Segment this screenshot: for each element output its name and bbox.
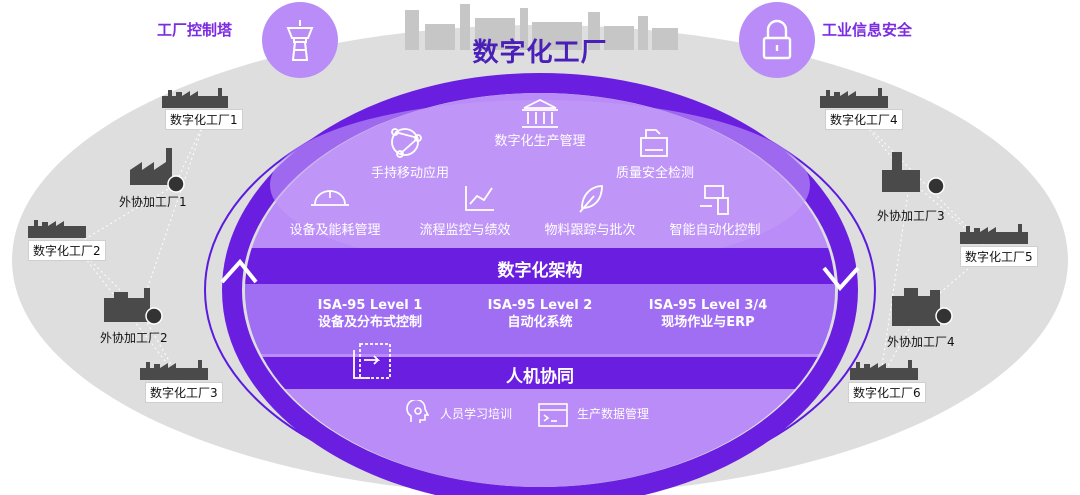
gear-badge-icon (935, 307, 953, 325)
left-site-3-label: 数字化工厂2 (28, 240, 106, 261)
collaboration-band (245, 357, 835, 389)
collaboration-label: 人机协同 (506, 367, 574, 387)
helmet-icon (311, 190, 349, 206)
outsource-factory-icon (130, 148, 172, 185)
left-site-2-label: 外协加工厂1 (119, 195, 187, 209)
bank-icon (522, 98, 558, 128)
architecture-label: 数字化架构 (497, 261, 583, 281)
inspection-icon (640, 129, 668, 157)
outsource-factory-icon (882, 152, 920, 192)
line-chart-icon (465, 186, 494, 211)
security-label: 工业信息安全 (822, 21, 913, 39)
right-site-2-label: 外协加工厂3 (877, 209, 945, 223)
level-2: ISA-95 Level 2 自动化系统 (460, 297, 620, 331)
app-label-equipment: 设备及能耗管理 (289, 223, 381, 238)
level-3-desc: 现场作业与ERP (661, 315, 755, 330)
digital-factory-icon (850, 360, 918, 380)
right-site-1-label: 数字化工厂4 (825, 109, 903, 130)
gear-badge-icon (167, 175, 185, 193)
lock-circle (739, 2, 815, 78)
level-1-name: ISA-95 Level 1 (317, 298, 423, 313)
collaboration-door-icon (353, 343, 391, 379)
right-site-3-label: 数字化工厂5 (960, 246, 1038, 267)
level-2-name: ISA-95 Level 2 (487, 298, 593, 313)
left-site-4-label: 外协加工厂2 (100, 331, 168, 345)
left-site-1-label: 数字化工厂1 (165, 109, 243, 130)
levels-band (245, 284, 835, 354)
architecture-band (245, 248, 835, 284)
page-title: 数字化工厂 (472, 38, 608, 68)
control-tower-icon (286, 20, 314, 61)
outsource-factory-icon (892, 288, 940, 326)
level-3: ISA-95 Level 3/4 现场作业与ERP (628, 297, 788, 331)
inner-highlight (270, 100, 810, 270)
terminal-window-icon (538, 403, 568, 427)
level-2-desc: 自动化系统 (507, 315, 573, 330)
left-site-5-label: 数字化工厂3 (145, 382, 223, 403)
lock-icon (762, 19, 792, 60)
right-site-5-label: 数字化工厂6 (848, 382, 926, 403)
network-icon (391, 128, 422, 158)
level-1: ISA-95 Level 1 设备及分布式控制 (290, 297, 450, 331)
digital-factory-icon (820, 88, 888, 108)
level-1-desc: 设备及分布式控制 (317, 315, 422, 330)
control-tower-label: 工厂控制塔 (157, 21, 233, 39)
level-3-name: ISA-95 Level 3/4 (648, 298, 768, 313)
app-label-automation: 智能自动化控制 (669, 223, 761, 238)
digital-factory-icon (140, 360, 208, 380)
training-label: 人员学习培训 (440, 407, 513, 421)
skyline-silhouette (405, 4, 678, 50)
devices-icon (700, 185, 729, 215)
outsource-factory-icon (104, 288, 150, 322)
control-tower-circle (262, 2, 338, 78)
right-site-4-label: 外协加工厂4 (887, 335, 955, 349)
digital-factory-icon (960, 224, 1028, 244)
leaf-icon (579, 185, 603, 213)
app-label-material: 物料跟踪与批次 (544, 223, 636, 238)
right-chevron (822, 266, 860, 292)
app-label-mobile: 手持移动应用 (370, 166, 449, 181)
app-label-quality: 质量安全检测 (615, 166, 694, 181)
brain-gear-icon (406, 400, 430, 423)
app-label-process: 流程监控与绩效 (419, 223, 511, 238)
digital-factory-icon (28, 220, 86, 238)
app-label-production: 数字化生产管理 (494, 134, 586, 149)
data-management-label: 生产数据管理 (577, 407, 650, 421)
gear-badge-icon (927, 177, 945, 195)
left-chevron (220, 258, 258, 284)
box-badge-icon (145, 307, 163, 325)
purple-ring (222, 73, 858, 495)
digital-factory-icon (162, 88, 228, 108)
